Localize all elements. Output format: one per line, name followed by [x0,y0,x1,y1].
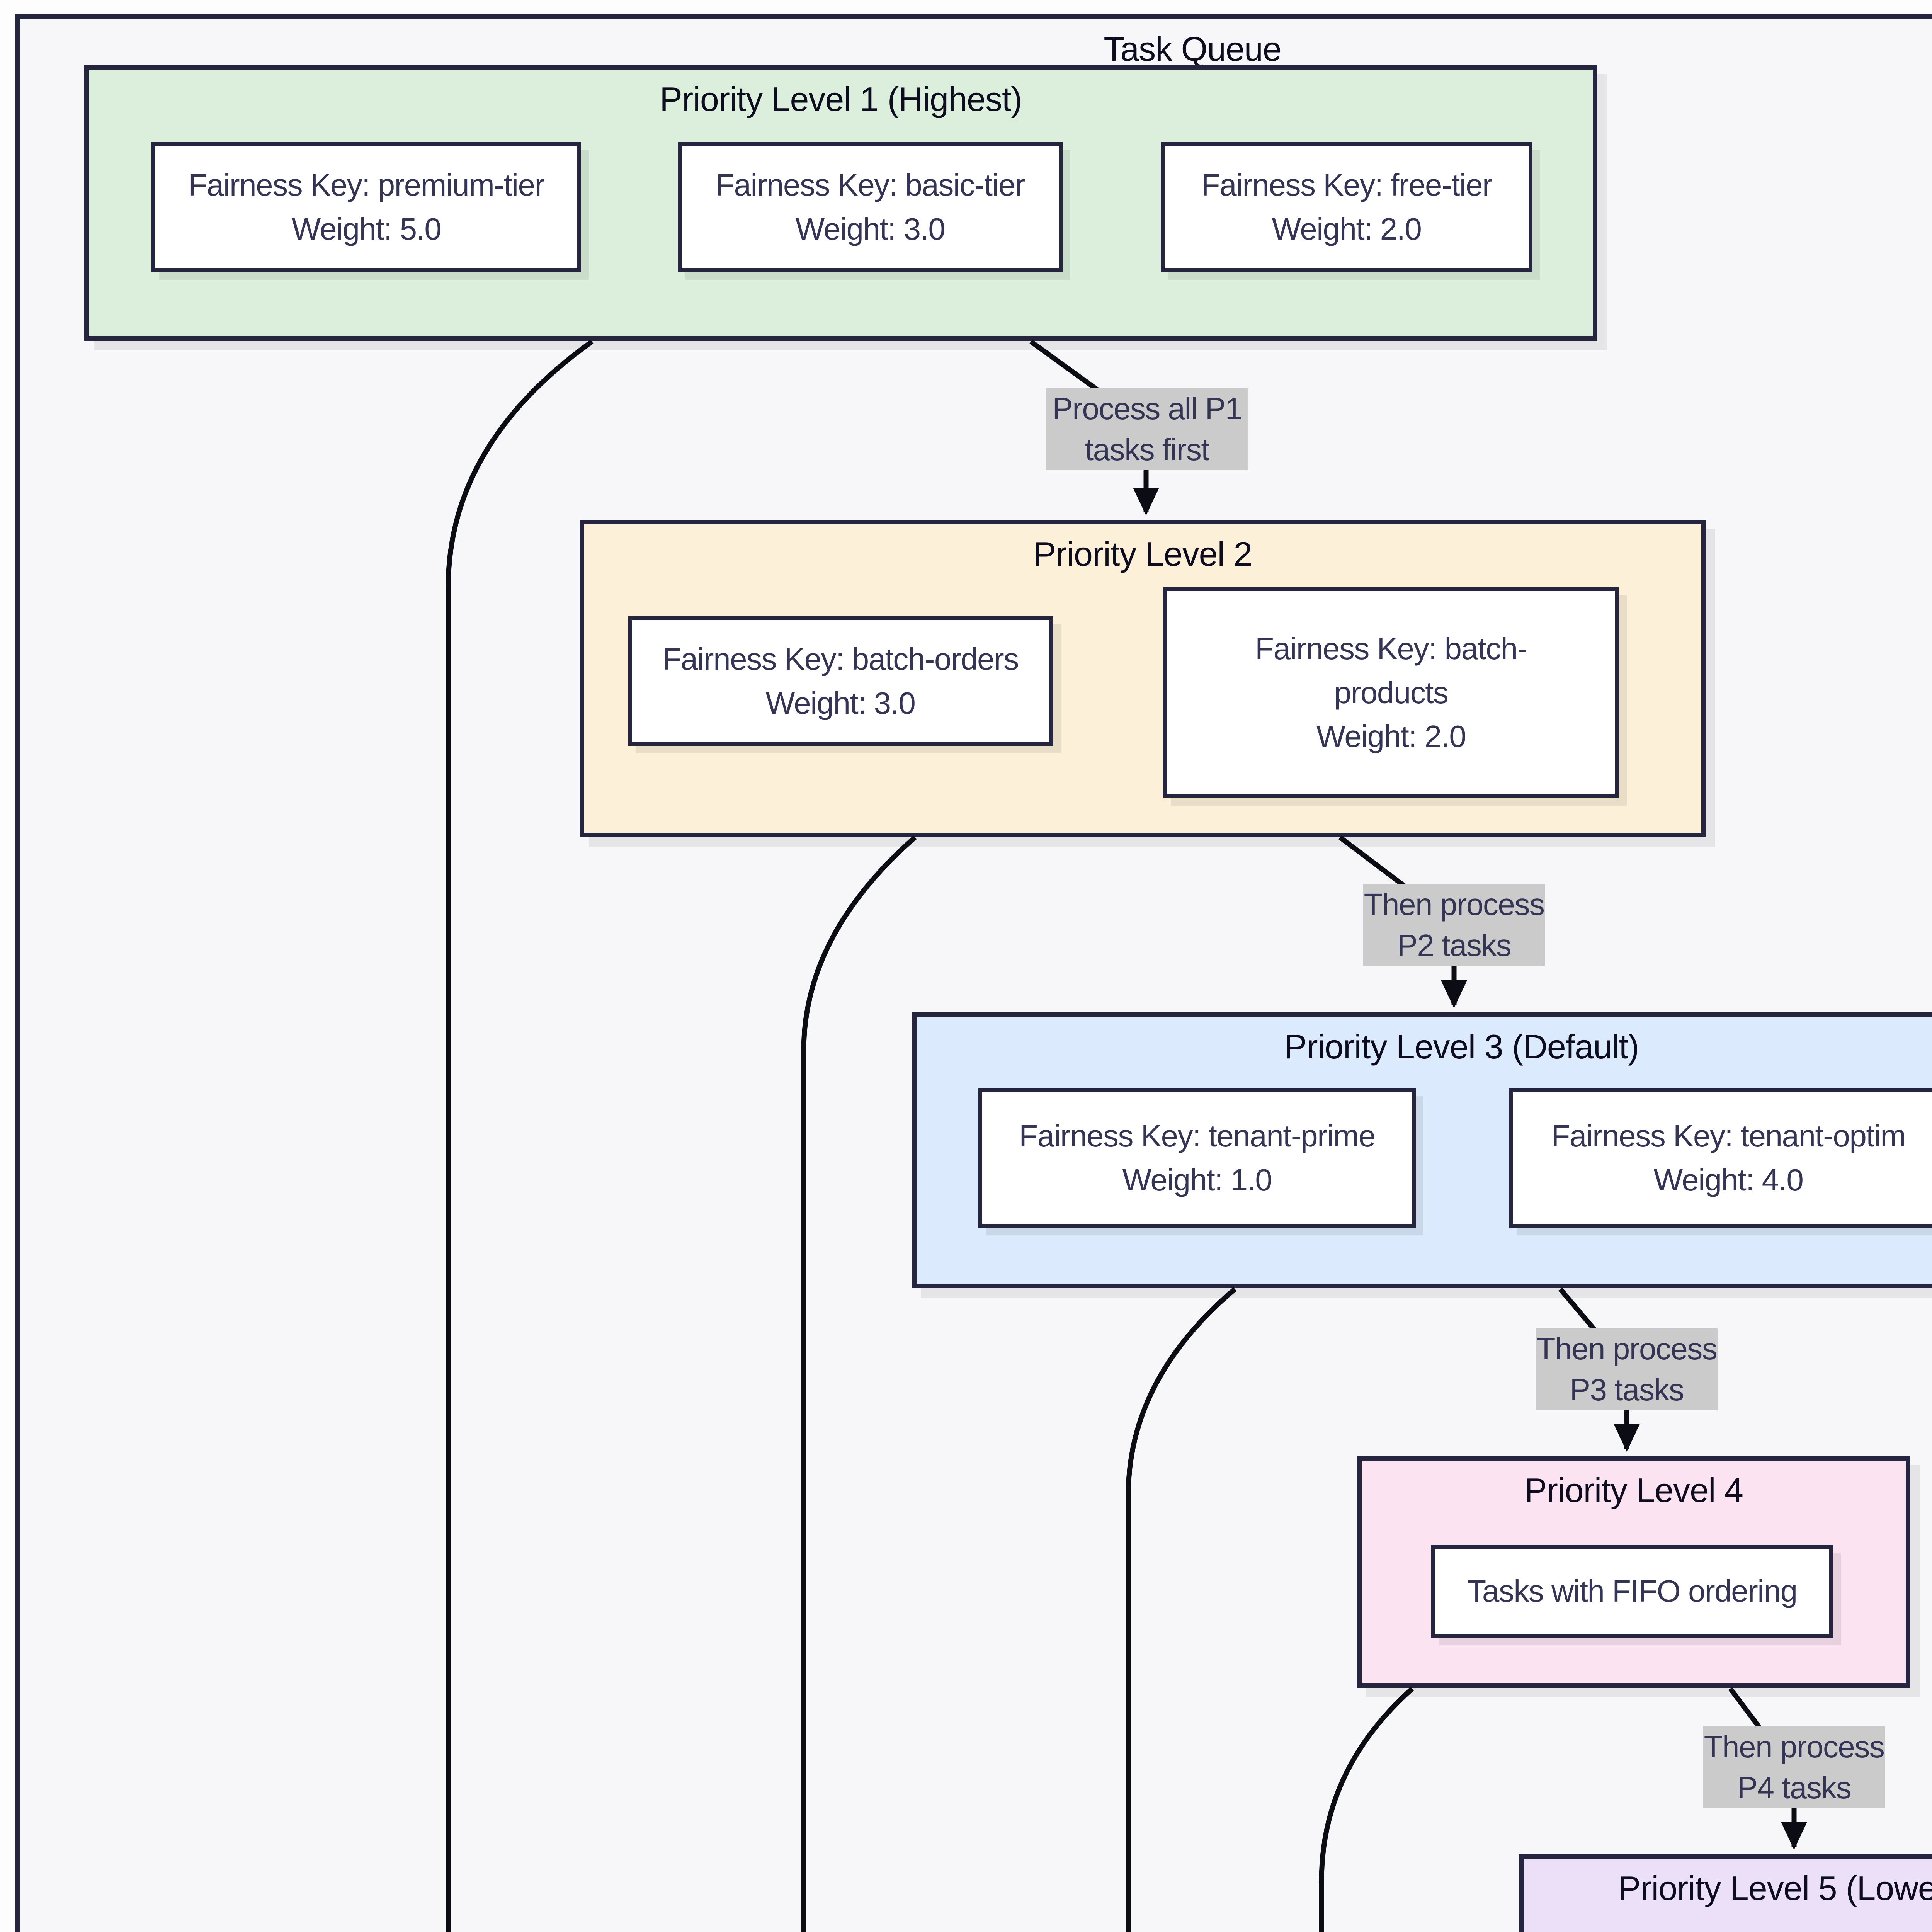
cluster-priority-level-5-title: Priority Level 5 (Lowest) [1618,1869,1932,1907]
node-fairness-batch-orders: Fairness Key: batch-orders Weight: 3.0 [628,616,1053,746]
edge-label-then-process-p4: Then process P4 tasks [1703,1726,1885,1808]
node-fairness-tenant-optim: Fairness Key: tenant-optim Weight: 4.0 [1509,1088,1932,1228]
node-fairness-batch-products: Fairness Key: batch- products Weight: 2.… [1163,587,1619,798]
node-line: Tasks with FIFO ordering [1467,1574,1798,1609]
edge-label-line: Process all P1 [1052,391,1242,426]
edge-label-line: Then process [1364,887,1545,922]
node-line: Weight: 2.0 [1316,719,1466,754]
edge-label-then-process-p3: Then process P3 tasks [1536,1328,1718,1410]
edge-label-line: Then process [1536,1332,1718,1366]
edge-label-line: P4 tasks [1737,1770,1852,1805]
node-line: Fairness Key: tenant-prime [1019,1119,1376,1153]
node-line: Weight: 3.0 [795,212,946,246]
node-line: Fairness Key: batch- [1255,631,1527,666]
node-line: Fairness Key: batch-orders [662,641,1019,676]
cluster-priority-level-3-title: Priority Level 3 (Default) [1284,1027,1639,1066]
node-line: Fairness Key: tenant-optim [1551,1119,1906,1153]
cluster-priority-level-1: Priority Level 1 (Highest) Fairness Key:… [84,65,1597,341]
edge-label-then-process-p2: Then process P2 tasks [1363,884,1545,966]
edge-label-line: P2 tasks [1397,928,1512,963]
node-line: Weight: 2.0 [1272,212,1422,246]
node-fairness-premium-tier: Fairness Key: premium-tier Weight: 5.0 [151,142,581,272]
edge-label-line: tasks first [1085,432,1210,467]
node-p4-fifo: Tasks with FIFO ordering [1431,1545,1833,1638]
node-line: products [1334,675,1449,710]
node-fairness-basic-tier: Fairness Key: basic-tier Weight: 3.0 [678,142,1063,272]
cluster-priority-level-4: Priority Level 4 Tasks with FIFO orderin… [1357,1456,1910,1688]
cluster-priority-level-1-title: Priority Level 1 (Highest) [660,80,1022,118]
node-line: Weight: 1.0 [1122,1163,1272,1197]
task-queue-title: Task Queue [1104,30,1282,68]
node-fairness-free-tier: Fairness Key: free-tier Weight: 2.0 [1161,142,1532,272]
cluster-priority-level-5: Priority Level 5 (Lowest) Tasks with FIF… [1519,1854,1932,1932]
node-line: Weight: 4.0 [1653,1163,1804,1197]
node-fairness-tenant-prime: Fairness Key: tenant-prime Weight: 1.0 [978,1088,1416,1228]
node-line: Weight: 5.0 [291,212,442,246]
node-line: Fairness Key: basic-tier [716,168,1025,202]
cluster-priority-level-3: Priority Level 3 (Default) Fairness Key:… [912,1012,1932,1288]
cluster-priority-level-2-title: Priority Level 2 [1033,535,1252,573]
node-line: Fairness Key: premium-tier [188,168,545,202]
cluster-priority-level-4-title: Priority Level 4 [1524,1471,1743,1509]
edge-label-process-all-p1: Process all P1 tasks first [1046,388,1248,470]
edge-label-line: P3 tasks [1570,1372,1684,1407]
node-line: Fairness Key: free-tier [1201,168,1493,202]
node-line: Weight: 3.0 [765,685,916,720]
edge-label-line: Then process [1704,1730,1885,1764]
cluster-priority-level-2: Priority Level 2 Fairness Key: batch-ord… [580,520,1706,837]
